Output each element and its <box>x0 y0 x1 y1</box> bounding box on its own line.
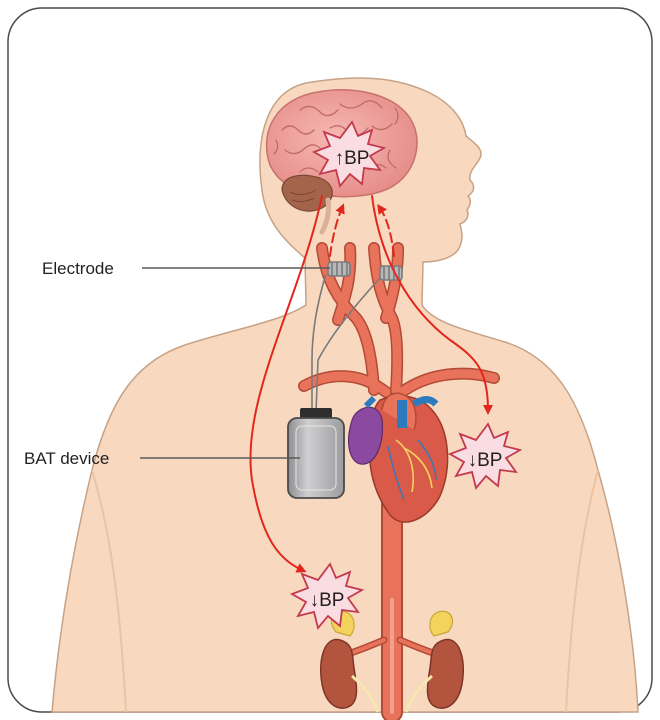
bat-device <box>288 408 344 498</box>
electrode-label: Electrode <box>42 259 114 278</box>
burst-chest-arrow: ↓ <box>468 450 478 471</box>
svg-text:↓BP: ↓BP <box>468 450 503 471</box>
svg-text:↓BP: ↓BP <box>310 590 345 611</box>
burst-abdomen-arrow: ↓ <box>310 590 320 611</box>
burst-chest-label: BP <box>477 450 502 471</box>
bat-device-label: BAT device <box>24 449 109 468</box>
burst-brain-arrow: ↑ <box>335 148 345 169</box>
svg-text:↑BP: ↑BP <box>335 148 370 169</box>
burst-abdomen-label: BP <box>319 590 344 611</box>
burst-brain-label: BP <box>344 148 369 169</box>
